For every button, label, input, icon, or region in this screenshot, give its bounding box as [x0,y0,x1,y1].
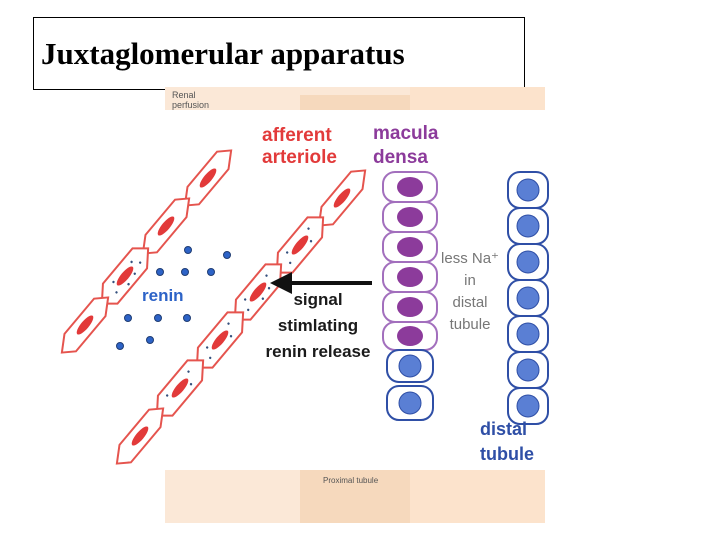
less-na-label-line: in [464,272,476,289]
less-na-label-line: less Na⁺ [441,250,499,267]
proximal-tubule-label: Proximal tubule [323,476,379,485]
distal-tubule-label: distal tubule [480,419,534,464]
smooth-muscle-cell [115,407,165,465]
distal-tubule-label-line: distal [480,419,527,439]
macula-densa-label-line: macula [373,123,439,144]
macula-densa-label: macula densa [373,123,439,168]
granular-cell [155,359,205,417]
renin-granule [223,251,231,259]
signal-label-line: signal [293,290,342,309]
renal-perfusion-label: Renal perfusion [172,90,209,110]
renin-granule [116,342,124,350]
renin-granules [116,246,231,350]
slide-title: Juxtaglomerular apparatus [41,36,405,71]
signal-label: signal stimlating renin release [266,290,371,361]
smooth-muscle-cell [183,149,233,207]
less-na-label-line: tubule [450,316,491,333]
renin-label-line: renin [142,286,184,305]
renin-granule [207,268,215,276]
arteriole-left-wall [60,149,233,354]
macula-densa-column [382,171,438,421]
signal-label-line: stimlating [278,316,358,335]
renin-granule [146,336,154,344]
smooth-muscle-cell [141,197,191,255]
signal-label-line: renin release [266,342,371,361]
renal-perfusion-line: Renal [172,90,196,100]
granular-cell [195,311,245,369]
renin-granule [181,268,189,276]
less-na-label-line: distal [452,294,487,311]
afferent-arteriole-label-line: arteriole [262,147,337,168]
renin-granule [184,246,192,254]
signal-arrow [270,272,372,294]
renin-granule [156,268,164,276]
distal-tubule-column [507,171,549,425]
granular-cell [100,247,150,305]
granular-cell [233,263,283,321]
renin-granule [183,314,191,322]
renin-granule [154,314,162,322]
renin-label: renin [142,286,184,305]
renin-granule [124,314,132,322]
less-na-label: less Na⁺ in distal tubule [441,250,499,333]
macula-densa-label-line: densa [373,147,428,168]
arteriole-right-wall [115,169,367,465]
smooth-muscle-cell [317,169,367,227]
afferent-arteriole-label-line: afferent [262,125,332,146]
title-box: Juxtaglomerular apparatus [33,17,525,90]
renal-perfusion-line: perfusion [172,100,209,110]
smooth-muscle-cell [60,296,110,354]
granular-cell [275,216,325,274]
distal-tubule-label-line: tubule [480,444,534,464]
